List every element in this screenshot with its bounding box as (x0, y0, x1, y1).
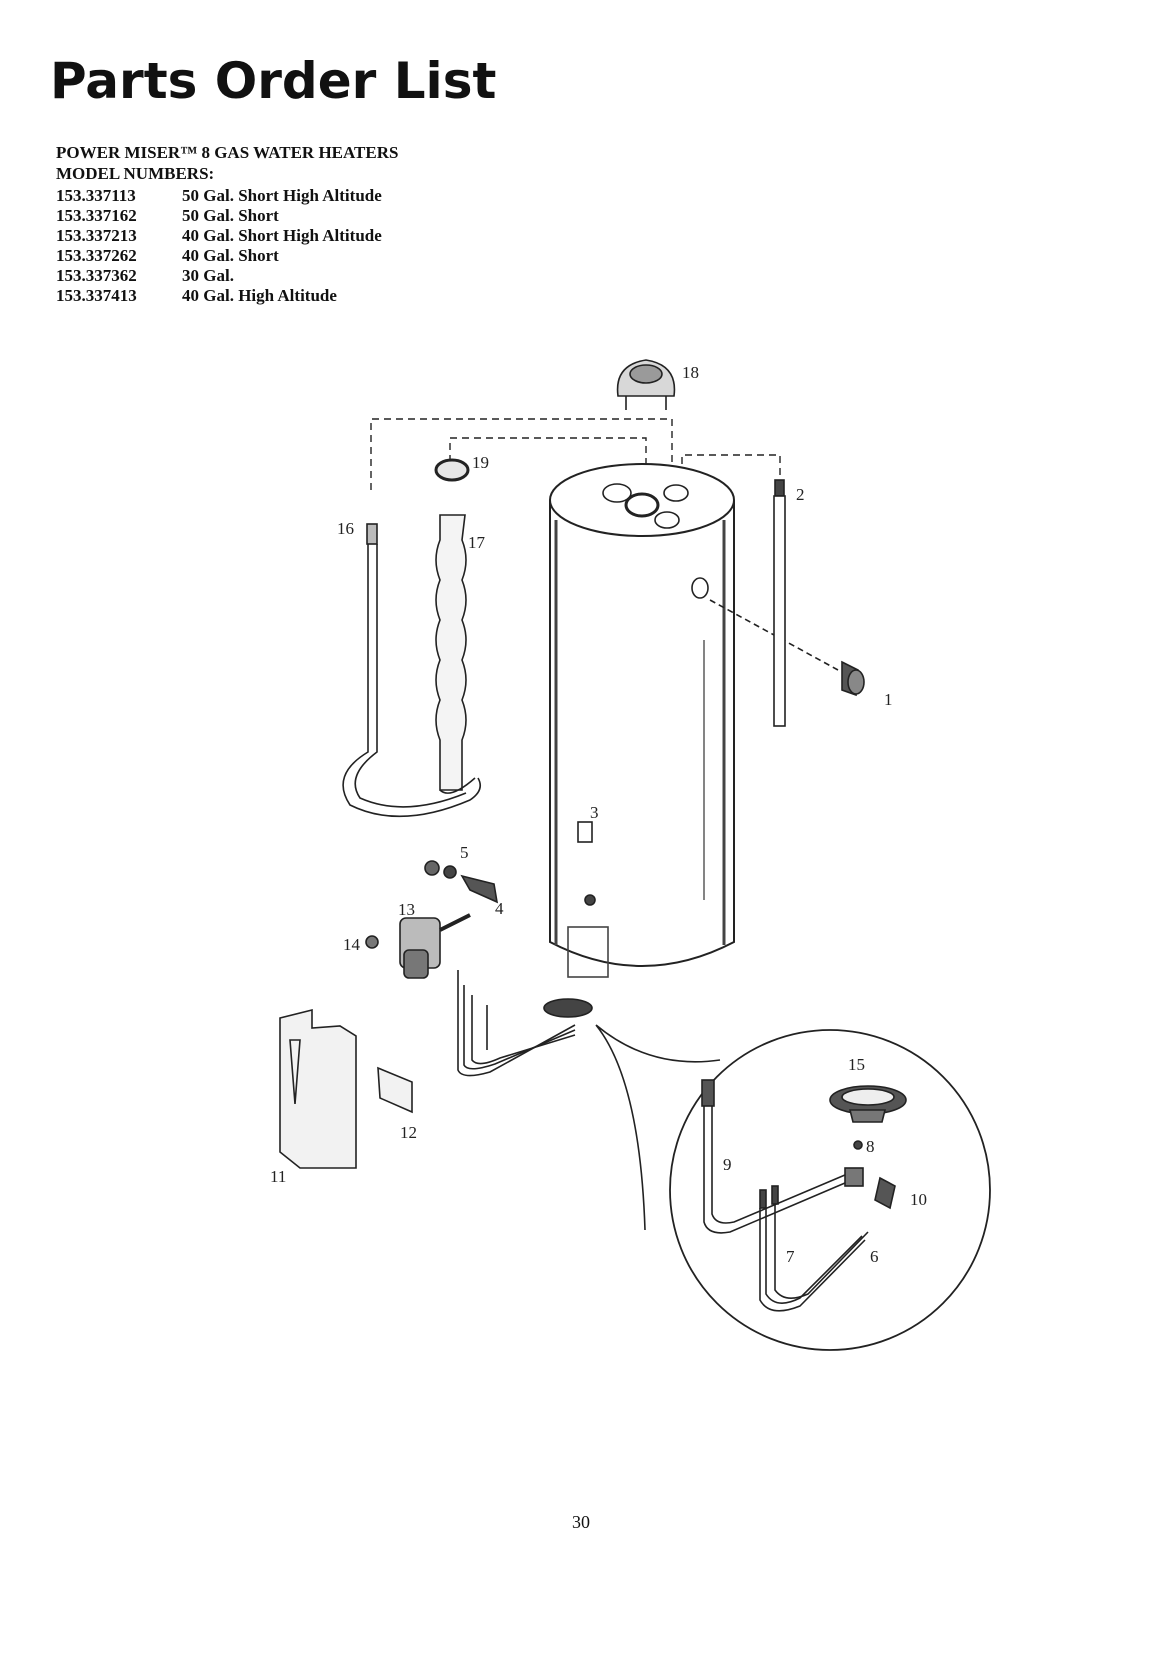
callout-6: 6 (870, 1247, 879, 1266)
callout-19: 19 (472, 453, 489, 472)
part-14-knob (366, 936, 378, 948)
water-heater-tank (550, 464, 734, 977)
part-15-burner (830, 1086, 906, 1122)
callout-7: 7 (786, 1247, 795, 1266)
callout-4: 4 (495, 899, 504, 918)
part-5-fitting (425, 861, 456, 878)
callout-3: 3 (590, 803, 599, 822)
callout-13: 13 (398, 900, 415, 919)
callout-18: 18 (682, 363, 699, 382)
part-13-gas-valve (400, 915, 470, 978)
callout-16: 16 (337, 519, 354, 538)
callout-5: 5 (460, 843, 469, 862)
callout-9: 9 (723, 1155, 732, 1174)
page-number: 30 (572, 1512, 590, 1533)
callout-15: 15 (848, 1055, 865, 1074)
part-10-pilot (845, 1168, 895, 1208)
detail-leader-lines (596, 1025, 720, 1230)
callout-2: 2 (796, 485, 805, 504)
callout-17: 17 (468, 533, 486, 552)
part-2-anode-rod (774, 480, 785, 726)
part-17-dip-tube (436, 515, 466, 790)
part-6-pilot-tube (772, 1186, 868, 1298)
callout-10: 10 (910, 1190, 927, 1209)
callout-12: 12 (400, 1123, 417, 1142)
part-8-orifice (854, 1141, 862, 1149)
part-4-drain-valve (462, 876, 497, 902)
callout-14: 14 (343, 935, 361, 954)
part-19-ring (436, 460, 468, 480)
part-12-bracket (378, 1068, 412, 1112)
callout-8: 8 (866, 1137, 875, 1156)
part-11-door (280, 1010, 356, 1168)
callout-11: 11 (270, 1167, 286, 1186)
callout-1: 1 (884, 690, 893, 709)
burner-assembly (458, 970, 592, 1076)
part-18-flue-cap (618, 360, 675, 410)
